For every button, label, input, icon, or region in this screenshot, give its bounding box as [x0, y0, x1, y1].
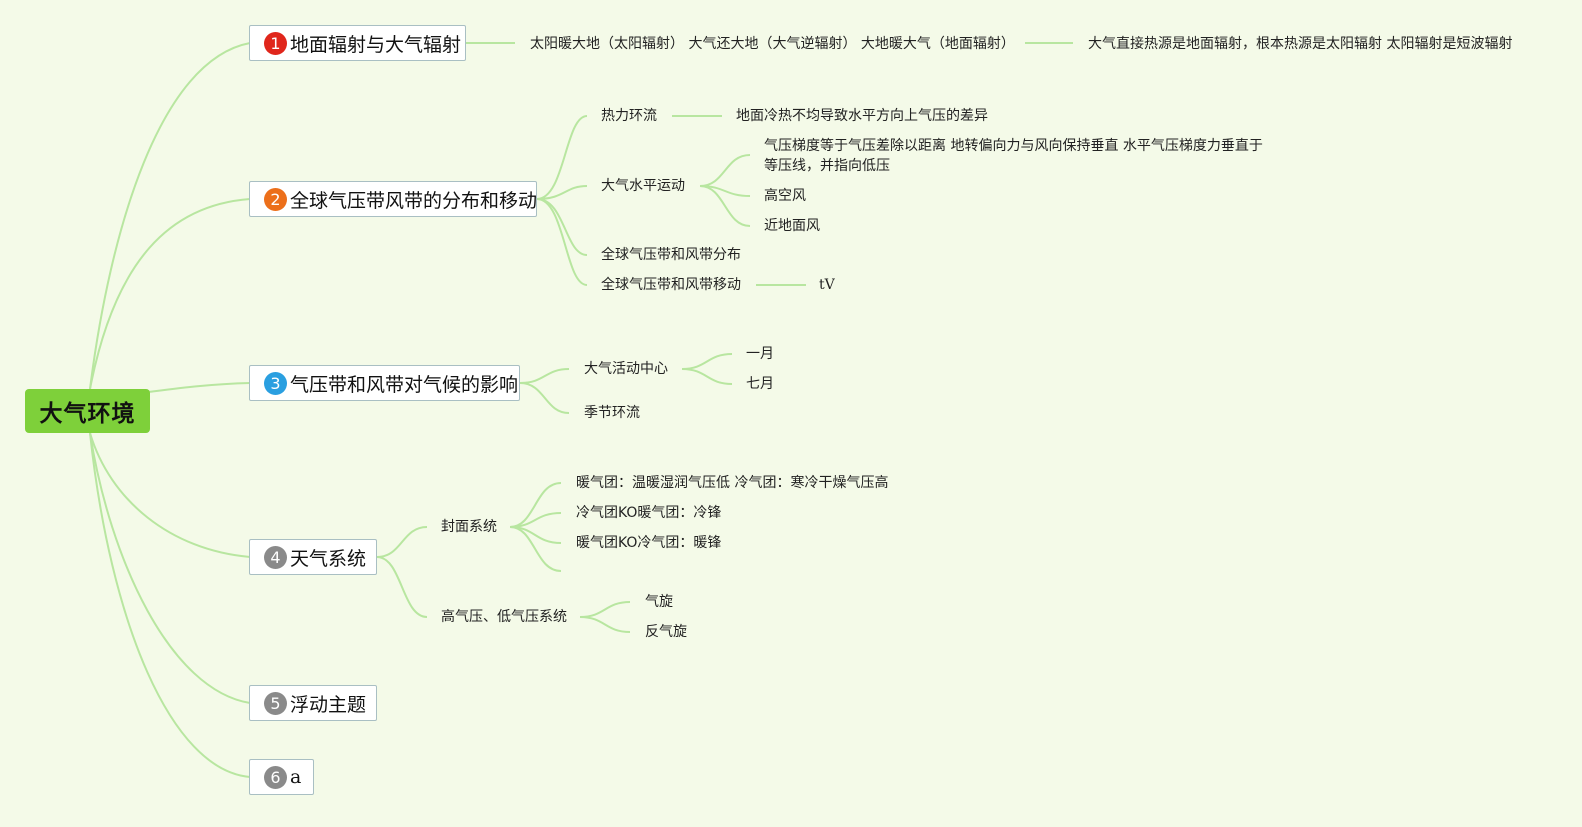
topic-label: a: [290, 766, 302, 788]
air-mass-note[interactable]: 暖气团：温暖湿润气压低 冷气团：寒冷干燥气压高: [576, 475, 889, 491]
radiation-note[interactable]: 大气直接热源是地面辐射，根本热源是太阳辐射 太阳辐射是短波辐射: [1088, 36, 1513, 52]
number-badge-icon: 6: [264, 765, 287, 789]
pressure-systems[interactable]: 高气压、低气压系统: [441, 609, 567, 625]
number-badge-icon: 4: [264, 545, 287, 569]
central-topic[interactable]: 大气环境: [25, 389, 150, 433]
anticyclone[interactable]: 反气旋: [645, 624, 687, 640]
radiation-detail[interactable]: 太阳暖大地（太阳辐射） 大气还大地（大气逆辐射） 大地暖大气（地面辐射）: [530, 36, 1015, 52]
number-badge-icon: 3: [264, 371, 287, 395]
topic-climate-influence[interactable]: 3 气压带和风带对气候的影响: [249, 365, 520, 401]
upper-wind[interactable]: 高空风: [764, 188, 806, 204]
topic-a[interactable]: 6 a: [249, 759, 314, 795]
topic-label: 天气系统: [290, 547, 367, 570]
warm-front[interactable]: 暖气团KO冷气团：暖锋: [576, 535, 722, 551]
belt-distribution[interactable]: 全球气压带和风带分布: [601, 247, 741, 263]
topic-floating[interactable]: 5 浮动主题: [249, 685, 377, 721]
month-july[interactable]: 七月: [746, 376, 774, 392]
front-system[interactable]: 封面系统: [441, 519, 497, 535]
seasonal-circulation[interactable]: 季节环流: [584, 405, 640, 421]
surface-wind[interactable]: 近地面风: [764, 218, 820, 234]
topic-pressure-belts[interactable]: 2 全球气压带风带的分布和移动: [249, 181, 537, 217]
topic-label: 全球气压带风带的分布和移动: [290, 189, 538, 212]
action-centers[interactable]: 大气活动中心: [584, 361, 668, 377]
number-badge-icon: 1: [264, 31, 287, 55]
cyclone[interactable]: 气旋: [645, 594, 673, 610]
thermal-circulation-detail[interactable]: 地面冷热不均导致水平方向上气压的差异: [736, 108, 988, 124]
topic-weather-systems[interactable]: 4 天气系统: [249, 539, 377, 575]
number-badge-icon: 5: [264, 691, 287, 715]
pressure-gradient-note[interactable]: 气压梯度等于气压差除以距离 地转偏向力与风向保持垂直 水平气压梯度力垂直于等压线…: [764, 138, 1263, 174]
belt-movement[interactable]: 全球气压带和风带移动: [601, 277, 741, 293]
topic-label: 浮动主题: [290, 693, 367, 716]
belt-movement-detail[interactable]: tV: [819, 277, 835, 293]
topic-label: 气压带和风带对气候的影响: [290, 373, 519, 396]
cold-front[interactable]: 冷气团KO暖气团：冷锋: [576, 505, 722, 521]
thermal-circulation[interactable]: 热力环流: [601, 108, 657, 124]
month-january[interactable]: 一月: [746, 346, 774, 362]
number-badge-icon: 2: [264, 187, 287, 211]
horizontal-motion[interactable]: 大气水平运动: [601, 178, 685, 194]
topic-radiation[interactable]: 1 地面辐射与大气辐射: [249, 25, 466, 61]
topic-label: 地面辐射与大气辐射: [290, 33, 462, 56]
